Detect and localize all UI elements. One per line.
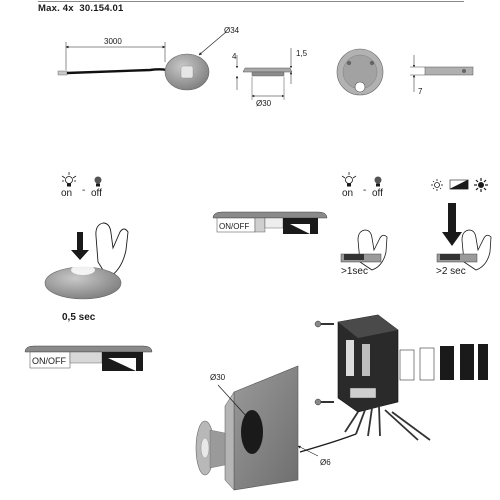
sun-dim-icon xyxy=(431,179,443,191)
off-label: off xyxy=(91,188,102,199)
bulb-on-icon xyxy=(341,172,357,187)
finger-icon xyxy=(95,222,129,279)
cable-plug xyxy=(57,70,68,76)
sheet-header: Max. 4x 30.154.01 xyxy=(38,3,124,14)
edge-label: 1,5 xyxy=(296,49,308,58)
cable-to-light xyxy=(299,433,357,453)
cross-section-mid: ON/OFF xyxy=(212,211,328,234)
cutout-diameter-label: Ø30 xyxy=(210,373,226,382)
cable-hole-label: Ø6 xyxy=(320,458,331,467)
press-arrow-icon xyxy=(442,203,462,246)
press-demo-2sec: >2 sec xyxy=(436,203,492,277)
cable-length-value: 3000 xyxy=(104,37,122,46)
bulb-off-icon xyxy=(94,176,102,187)
bulb-off-icon xyxy=(374,176,382,187)
on-label: on xyxy=(61,188,72,199)
driver-label-sticker xyxy=(346,340,354,376)
top-rule xyxy=(38,1,464,2)
light-fitting-side xyxy=(195,420,226,476)
height-label: 4 xyxy=(232,52,237,61)
switch-label-bottom: ON/OFF xyxy=(32,356,66,366)
on-off-legend-left: on - off xyxy=(61,172,102,199)
driver-cables xyxy=(344,405,431,441)
dash-separator: - xyxy=(363,185,366,196)
dim-legend xyxy=(431,178,488,192)
press-demo-1sec: >1sec xyxy=(340,229,388,277)
on-off-legend-right: on - off xyxy=(341,172,383,199)
hold-1sec-label: >1sec xyxy=(341,266,368,277)
depth-profile: 7 xyxy=(410,55,474,96)
base-diameter-label: Ø30 xyxy=(256,99,272,108)
cable-with-light: 3000 Ø34 xyxy=(57,26,240,91)
depth-label: 7 xyxy=(418,87,423,96)
terminal-block xyxy=(349,387,377,399)
bulb-on-icon xyxy=(61,172,77,187)
sun-bright-icon xyxy=(474,178,488,192)
finger-icon xyxy=(357,229,388,271)
light-lens xyxy=(180,65,194,79)
cross-section-bottom: ON/OFF xyxy=(24,345,153,371)
side-profile: 4 1,5 Ø30 xyxy=(232,48,308,108)
finger-icon xyxy=(461,229,492,271)
mounting-wall: Ø30 Ø6 xyxy=(210,365,331,491)
press-demo-left: 0,5 sec xyxy=(44,222,129,323)
cutout-hole xyxy=(241,410,263,454)
cable xyxy=(66,68,173,75)
hold-2sec-label: >2 sec xyxy=(436,266,466,277)
press-arrow-icon xyxy=(71,232,89,260)
strain-clips xyxy=(399,344,488,381)
on-label: on xyxy=(342,188,353,199)
off-label: off xyxy=(372,188,383,199)
driver-assembly xyxy=(299,314,488,453)
quantity-label: Max. 4x xyxy=(38,3,74,14)
switch-label-mid: ON/OFF xyxy=(219,222,249,231)
article-number: 30.154.01 xyxy=(79,3,124,14)
short-press-label: 0,5 sec xyxy=(62,312,96,323)
back-view xyxy=(336,48,384,96)
dimming-wedge-icon xyxy=(449,179,469,190)
dash-separator: - xyxy=(82,185,85,196)
outer-diameter-label: Ø34 xyxy=(224,26,240,35)
